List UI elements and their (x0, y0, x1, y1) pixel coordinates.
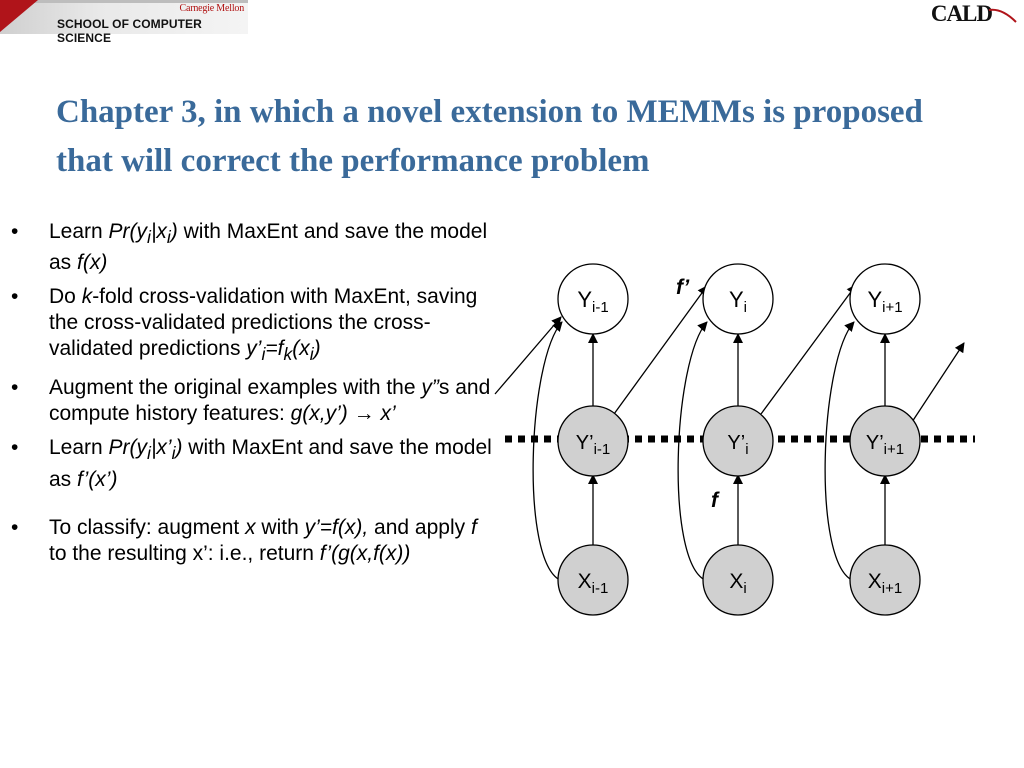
label-y-cur: Yi (729, 287, 747, 316)
slide-title: Chapter 3, in which a novel extension to… (56, 94, 923, 179)
bullet-dot: • (11, 515, 19, 539)
arrow-yp-cur-to-y-next (760, 284, 857, 415)
curve-x-next-to-y-next (824, 321, 855, 581)
bullet-kfold: • Do k-fold cross-validation with MaxEnt… (11, 285, 478, 365)
bullet-learn-pr-y-x: • Learn Pr(yi|xi) with MaxEnt and save t… (11, 220, 488, 275)
bullet-augment: • Augment the original examples with the… (11, 376, 491, 426)
node-yp-cur (702, 405, 774, 477)
bullet-dot: • (11, 436, 19, 460)
label-x-cur: Xi (729, 570, 746, 597)
school-name: SCHOOL OF COMPUTER SCIENCE (57, 17, 202, 45)
label-f: f (711, 489, 720, 512)
header-strip (0, 0, 248, 3)
curve-x-cur-to-y-cur (677, 321, 708, 581)
node-x-cur (702, 544, 774, 616)
bullet-classify: • To classify: augment x with y’=f(x), a… (11, 515, 477, 565)
node-yp-next (849, 405, 921, 477)
bullet-dot: • (11, 220, 19, 243)
cmu-red-wedge (0, 0, 38, 32)
node-y-cur (702, 263, 774, 335)
arrow-yp-next-outgoing (909, 342, 965, 426)
bullet-list: • Learn Pr(yi|xi) with MaxEnt and save t… (8, 219, 498, 575)
node-yp-prev (557, 405, 629, 477)
bullet-dot: • (11, 376, 19, 400)
arrow-yp-prev-to-y-cur (613, 285, 708, 415)
cald-logo: CALD (930, 1, 993, 26)
curve-x-prev-to-y-prev (532, 321, 563, 581)
university-name: Carnegie Mellon (179, 3, 245, 14)
arrow-incoming-to-y-prev (494, 316, 562, 395)
node-x-next (849, 544, 921, 616)
cald-swoosh-icon (988, 8, 1017, 23)
bullet-learn-pr-y-xprime: • Learn Pr(yi|x’i) with MaxEnt and save … (11, 436, 492, 491)
label-f-prime: f’ (676, 276, 690, 299)
node-y-prev (557, 263, 629, 335)
node-y-next (849, 263, 921, 335)
bullet-dot: • (11, 285, 19, 309)
node-x-prev (557, 544, 629, 616)
label-yp-prev: Y’i-1 (576, 432, 610, 458)
header-bar: Carnegie Mellon SCHOOL OF COMPUTER SCIEN… (0, 0, 248, 45)
label-yp-cur: Y’i (727, 432, 748, 458)
